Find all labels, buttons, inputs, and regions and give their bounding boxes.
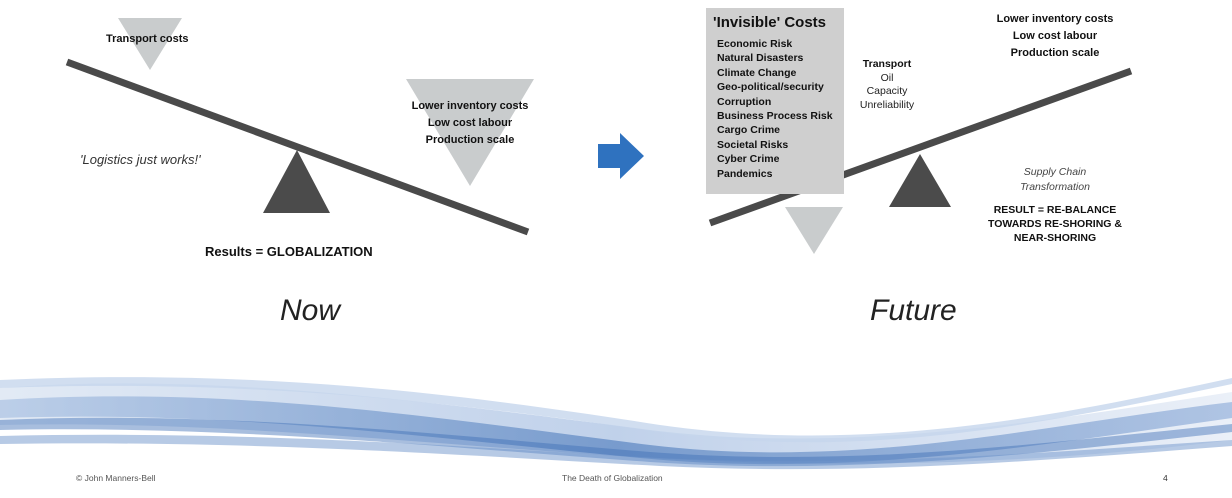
invisible-cost-item: Climate Change [717, 66, 797, 79]
now-title: Now [280, 294, 341, 327]
invisible-cost-item: Societal Risks [717, 138, 789, 151]
invisible-cost-item: Business Process Risk [717, 110, 833, 123]
future-result-line: NEAR-SHORING [1013, 232, 1097, 244]
future-benefit-item: Low cost labour [1012, 30, 1098, 42]
invisible-cost-item: Natural Disasters [717, 52, 804, 65]
invisible-cost-item: Cargo Crime [717, 124, 781, 137]
now-benefits-list: Lower inventory costs Low cost labour Pr… [405, 98, 535, 149]
now-fulcrum [263, 150, 330, 213]
future-transport-item: Capacity [866, 85, 908, 97]
future-transport-item: Unreliability [859, 98, 915, 111]
now-benefits-weight [406, 79, 534, 186]
now-quote: 'Logistics just works!' [80, 152, 201, 167]
supply-chain-transformation-note: Supply Chain Transformation [1010, 165, 1100, 195]
future-title: Future [870, 294, 957, 327]
decorative-waves [0, 377, 1232, 470]
page-number: 4 [1163, 473, 1168, 483]
invisible-cost-item: Economic Risk [717, 38, 793, 50]
now-transport-costs-label: Transport costs [106, 33, 189, 45]
now-result: Results = GLOBALIZATION [205, 244, 373, 259]
invisible-costs-box [706, 8, 844, 194]
future-benefit-item: Lower inventory costs [996, 13, 1114, 25]
transformation-note-line: Transformation [1020, 181, 1090, 193]
invisible-cost-item: Geo-political/security [717, 81, 824, 94]
future-transport-heading: Transport [862, 58, 912, 70]
future-balance-beam [708, 67, 1133, 227]
future-result-line: TOWARDS RE-SHORING & [988, 218, 1122, 230]
future-benefits-list: Lower inventory costs Low cost labour Pr… [990, 11, 1120, 62]
invisible-cost-item: Cyber Crime [717, 153, 780, 166]
invisible-cost-item: Corruption [717, 95, 772, 108]
invisible-costs-list: Economic Risk Natural Disasters Climate … [717, 37, 833, 181]
future-fulcrum [889, 154, 951, 207]
transformation-note-line: Supply Chain [1023, 166, 1087, 178]
now-benefit-item: Low cost labour [427, 117, 513, 129]
future-transport-item: Oil [880, 71, 894, 84]
future-benefit-item: Production scale [1010, 47, 1100, 59]
now-to-future-arrow [598, 133, 644, 179]
footer-author: © John Manners-Bell [76, 473, 156, 483]
now-benefit-item: Lower inventory costs [411, 100, 529, 112]
future-transport-block: Transport Oil Capacity Unreliability [848, 58, 926, 112]
future-result: RESULT = RE-BALANCE TOWARDS RE-SHORING &… [985, 203, 1125, 245]
invisible-costs-title: 'Invisible' Costs [713, 14, 826, 31]
now-balance-beam [65, 58, 530, 236]
footer-title: The Death of Globalization [562, 473, 663, 483]
future-invisible-weight [785, 207, 843, 254]
now-transport-weight [118, 18, 182, 70]
future-result-line: RESULT = RE-BALANCE [993, 204, 1117, 216]
invisible-cost-item: Pandemics [717, 167, 773, 180]
now-benefit-item: Production scale [425, 134, 515, 146]
